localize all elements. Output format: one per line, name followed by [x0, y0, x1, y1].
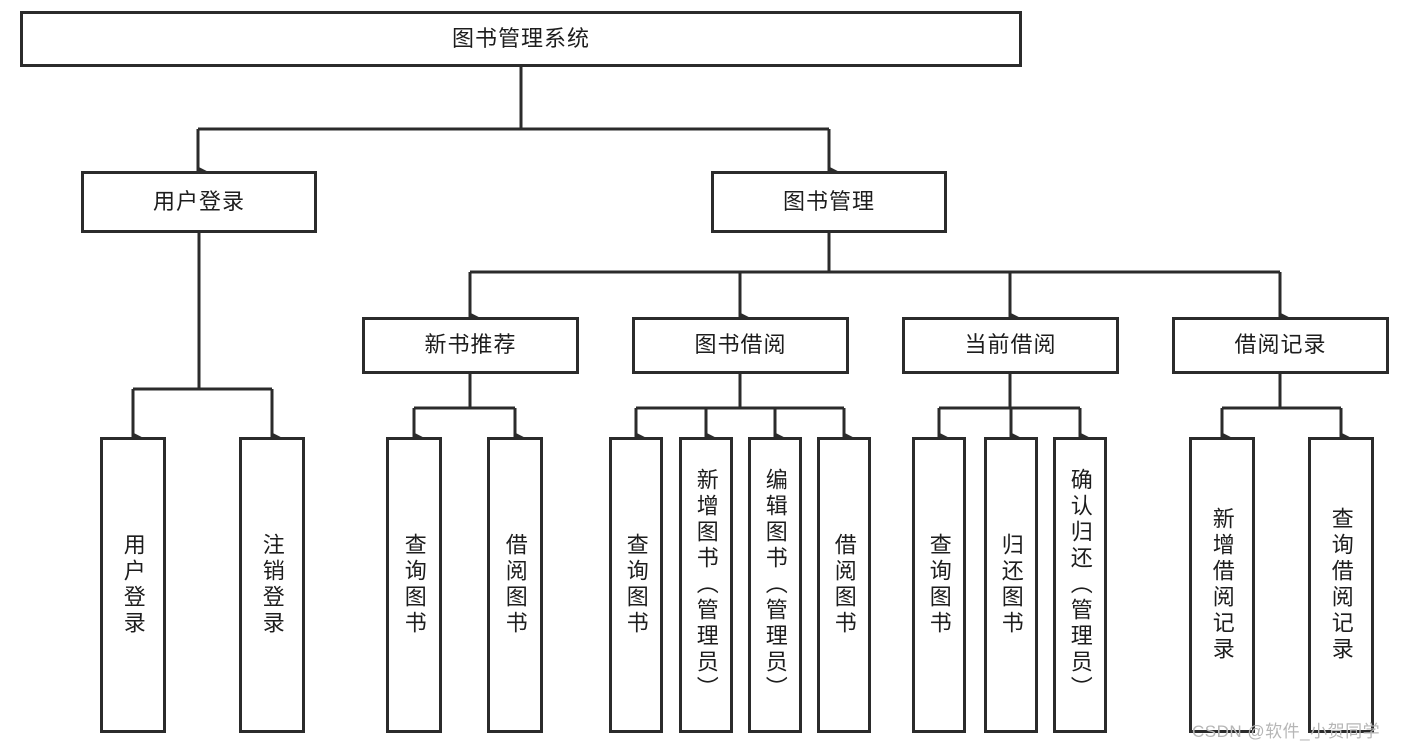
node-root[interactable]: 图书管理系统	[20, 11, 1022, 67]
node-label-current-borrow: 当前借阅	[964, 332, 1057, 358]
node-label-book-manage: 图书管理	[782, 188, 875, 214]
node-leaf-user-logout[interactable]: 注销登录	[239, 437, 305, 733]
node-leaf-query-book-2[interactable]: 查询图书	[609, 437, 663, 733]
node-label-leaf-confirm-return: 确认归还（管理员）	[1067, 468, 1093, 702]
node-label-leaf-query-book-3: 查询图书	[926, 533, 952, 637]
node-user-login[interactable]: 用户登录	[81, 171, 317, 233]
node-label-leaf-query-record: 查询借阅记录	[1328, 507, 1354, 663]
node-leaf-return-book[interactable]: 归还图书	[984, 437, 1038, 733]
node-label-leaf-edit-book: 编辑图书（管理员）	[762, 468, 788, 702]
node-book-manage[interactable]: 图书管理	[711, 171, 947, 233]
node-label-new-book-rec: 新书推荐	[424, 332, 517, 358]
connector-group	[131, 67, 1351, 443]
node-label-book-borrow: 图书借阅	[694, 332, 787, 358]
node-label-user-login: 用户登录	[152, 188, 245, 214]
node-leaf-query-book-3[interactable]: 查询图书	[912, 437, 966, 733]
node-new-book-rec[interactable]: 新书推荐	[362, 317, 579, 374]
node-borrow-record[interactable]: 借阅记录	[1172, 317, 1389, 374]
node-label-leaf-query-book-2: 查询图书	[623, 533, 649, 637]
node-current-borrow[interactable]: 当前借阅	[902, 317, 1119, 374]
node-label-root: 图书管理系统	[451, 25, 590, 51]
node-book-borrow[interactable]: 图书借阅	[632, 317, 849, 374]
node-label-borrow-record: 借阅记录	[1234, 332, 1327, 358]
node-label-leaf-user-login: 用户登录	[120, 533, 146, 637]
node-label-leaf-borrow-book-1: 借阅图书	[502, 533, 528, 637]
node-leaf-edit-book[interactable]: 编辑图书（管理员）	[748, 437, 802, 733]
node-label-leaf-add-record: 新增借阅记录	[1209, 507, 1235, 663]
node-leaf-add-book[interactable]: 新增图书（管理员）	[679, 437, 733, 733]
node-label-leaf-borrow-book-2: 借阅图书	[831, 533, 857, 637]
node-leaf-user-login[interactable]: 用户登录	[100, 437, 166, 733]
node-label-leaf-user-logout: 注销登录	[259, 533, 285, 637]
node-leaf-query-book-1[interactable]: 查询图书	[386, 437, 442, 733]
node-leaf-confirm-return[interactable]: 确认归还（管理员）	[1053, 437, 1107, 733]
node-leaf-add-record[interactable]: 新增借阅记录	[1189, 437, 1255, 733]
node-label-leaf-return-book: 归还图书	[998, 533, 1024, 637]
node-leaf-borrow-book-1[interactable]: 借阅图书	[487, 437, 543, 733]
node-label-leaf-query-book-1: 查询图书	[401, 533, 427, 637]
node-leaf-borrow-book-2[interactable]: 借阅图书	[817, 437, 871, 733]
node-leaf-query-record[interactable]: 查询借阅记录	[1308, 437, 1374, 733]
node-label-leaf-add-book: 新增图书（管理员）	[693, 468, 719, 702]
